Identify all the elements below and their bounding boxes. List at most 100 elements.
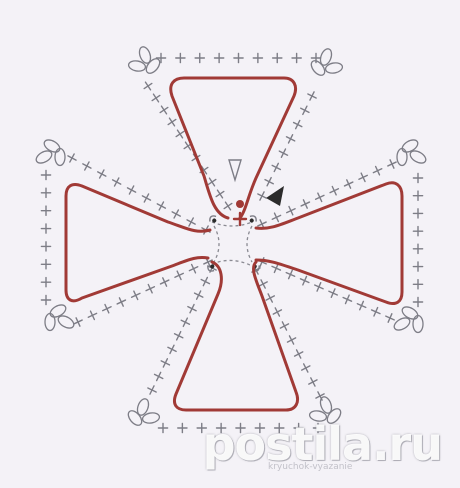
- stitch-symbol: [313, 281, 324, 292]
- stitch-symbol: [175, 52, 186, 64]
- stitch-symbol: [412, 190, 424, 202]
- stitch-symbol: [177, 422, 188, 434]
- stitch-symbol: [40, 241, 52, 252]
- stitch-symbol: [385, 313, 395, 323]
- stitch-symbol: [370, 306, 381, 317]
- stitch-symbol: [40, 276, 52, 288]
- stitch-symbol: [40, 205, 52, 217]
- stitch-symbol: [153, 371, 164, 382]
- stitch-symbol: [173, 330, 184, 341]
- stitch-symbol: [141, 193, 152, 203]
- chain-oval: [308, 410, 328, 422]
- stitch-symbol: [272, 307, 283, 317]
- stitch-symbol: [271, 52, 283, 64]
- stitch-symbol: [200, 276, 211, 287]
- round-markers: [228, 159, 284, 227]
- stitch-symbol: [196, 422, 208, 434]
- chain-oval: [319, 396, 333, 414]
- start-cross: [232, 211, 248, 227]
- connector-left: [213, 225, 220, 263]
- direction-triangle: [228, 159, 242, 183]
- stitch-symbol: [257, 191, 267, 201]
- chain-oval: [310, 60, 326, 76]
- stitch-symbol: [412, 261, 424, 272]
- connector-top: [211, 221, 253, 227]
- chain-oval: [49, 304, 67, 318]
- stitch-symbol: [254, 422, 266, 434]
- chain-oval: [35, 150, 53, 164]
- chain-oval: [145, 58, 161, 74]
- stitch-symbol: [312, 422, 324, 434]
- stitch-symbol: [157, 422, 169, 434]
- stitch-symbol: [180, 317, 191, 328]
- stitch-symbol: [130, 290, 141, 301]
- stitch-symbol: [300, 363, 311, 373]
- stitch-symbol: [159, 105, 169, 115]
- watermark-subtext: kryuchok-vyazanie: [268, 462, 353, 472]
- stitch-symbol: [187, 303, 197, 314]
- slip-stitch-connectors: [207, 215, 260, 272]
- stitch-symbol: [40, 187, 52, 199]
- stitch-symbol: [73, 317, 83, 327]
- stitch-symbol: [116, 297, 127, 307]
- stitch-symbol: [286, 205, 296, 216]
- stitch-symbol: [102, 303, 112, 314]
- stitch-symbol: [167, 344, 177, 355]
- stitch-symbol: [328, 288, 339, 299]
- connector-right: [246, 225, 253, 263]
- stitch-symbol: [315, 391, 325, 401]
- stitch-symbol: [300, 105, 310, 116]
- stitch-symbol: [147, 385, 157, 395]
- chain-oval: [136, 398, 150, 416]
- single-crochet-stitches: [40, 52, 424, 434]
- stitch-symbol: [97, 169, 107, 179]
- motif-arm-top: [169, 76, 298, 220]
- stitch-symbol: [329, 185, 340, 196]
- stitch-symbol: [223, 201, 233, 211]
- stitch-symbol: [264, 176, 274, 187]
- stitch-symbol: [215, 189, 225, 199]
- stitch-symbol: [387, 159, 397, 169]
- chain-oval: [326, 408, 342, 424]
- stitch-symbol: [314, 192, 325, 203]
- stitch-symbol: [412, 243, 424, 255]
- stitch-symbol: [271, 212, 282, 223]
- stitch-symbol: [193, 290, 204, 300]
- stitch-symbol: [167, 117, 177, 127]
- stitch-symbol: [257, 219, 267, 229]
- chain-oval: [43, 139, 61, 153]
- stitch-symbol: [171, 209, 181, 219]
- chain-oval: [127, 410, 143, 426]
- stitch-symbol: [143, 81, 153, 91]
- stitch-symbol: [126, 185, 137, 195]
- chain-oval: [127, 60, 147, 72]
- slip-stitch-mark: [249, 215, 257, 222]
- stitch-symbol: [151, 93, 161, 103]
- stitch-symbol: [40, 294, 52, 306]
- stitch-symbol: [291, 52, 302, 64]
- slip-stitch-dot: [212, 218, 217, 223]
- stitch-symbol: [160, 358, 171, 368]
- stitch-symbol: [356, 300, 367, 311]
- corner-chain-loops: [35, 46, 427, 426]
- stitch-symbol: [207, 177, 217, 187]
- chain-oval: [396, 147, 408, 167]
- stitch-symbol: [87, 310, 98, 321]
- stitch-symbol: [412, 208, 424, 219]
- chain-oval: [319, 48, 333, 66]
- connector-bottom: [211, 259, 253, 267]
- slip-stitch-dot: [210, 264, 215, 269]
- stitch-symbol: [285, 134, 296, 144]
- chain-oval: [138, 46, 152, 64]
- stitch-symbol: [186, 217, 196, 227]
- stitch-symbol: [278, 148, 289, 158]
- chain-oval: [141, 412, 161, 424]
- stitch-symbol: [412, 172, 424, 184]
- stitch-symbol: [82, 161, 92, 171]
- stitch-symbol: [292, 119, 303, 130]
- stitch-symbol: [286, 335, 297, 345]
- stitch-symbol: [174, 270, 184, 281]
- stitch-symbol: [308, 377, 318, 387]
- stitch-symbol: [412, 296, 424, 308]
- chain-oval: [44, 312, 56, 332]
